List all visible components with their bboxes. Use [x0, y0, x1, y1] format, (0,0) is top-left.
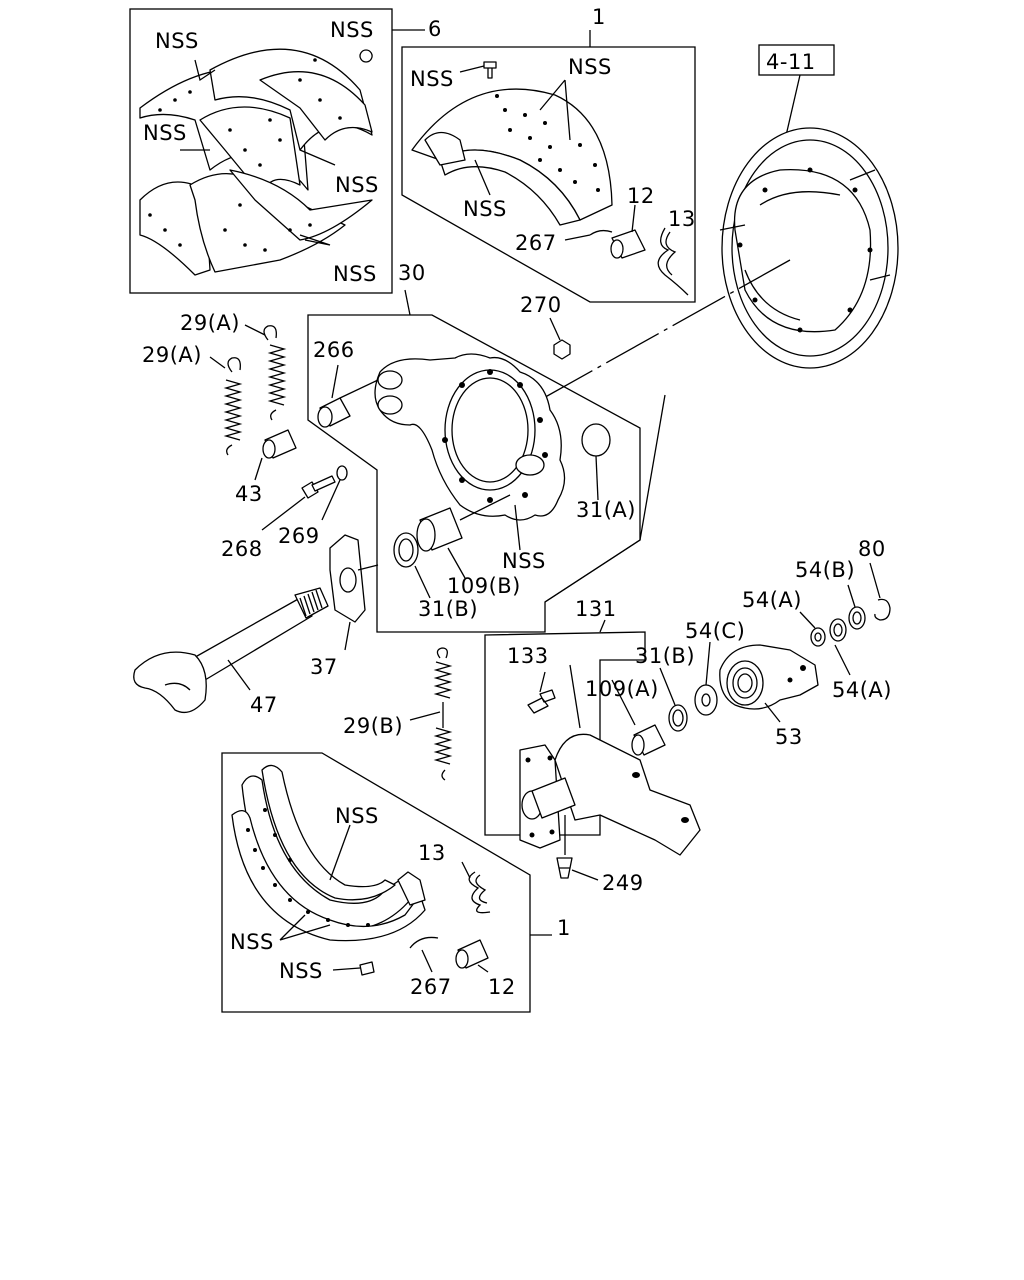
shield-holes — [737, 167, 873, 333]
label-part-54a: 54(A) — [832, 678, 892, 702]
label-part-109b: 109(B) — [447, 574, 521, 598]
box-bracket-assembly: 131 133 109(A) 31(B) — [484, 597, 701, 856]
box-lining-set: NSS NSS NSS NSS NSS — [129, 8, 393, 294]
label-part-12: 12 — [488, 975, 516, 999]
part-37-plate: 37 — [310, 534, 379, 679]
label-part-268: 268 — [221, 537, 263, 561]
label-part-29a: 29(A) — [180, 311, 240, 335]
label-part-13: 13 — [668, 207, 696, 231]
label-part-29a: 29(A) — [142, 343, 202, 367]
label-part-29b: 29(B) — [343, 714, 403, 738]
label-part-269: 269 — [278, 524, 320, 548]
label-nss: NSS — [502, 549, 546, 573]
label-nss: NSS — [463, 197, 507, 221]
label-nss: NSS — [330, 18, 374, 42]
label-part-31b: 31(B) — [635, 644, 695, 668]
label-part-6: 6 — [428, 17, 442, 41]
label-part-267: 267 — [515, 231, 557, 255]
label-part-109a: 109(A) — [585, 677, 659, 701]
part-54c-washer: 54(C) — [685, 619, 745, 716]
label-part-53: 53 — [775, 725, 803, 749]
part-268-269: 268 269 — [221, 465, 348, 561]
spider-bolt-holes — [442, 369, 548, 503]
label-part-133: 133 — [507, 644, 549, 668]
label-part-1: 1 — [592, 5, 606, 29]
label-nss: NSS — [410, 67, 454, 91]
label-part-31a: 31(A) — [576, 498, 636, 522]
label-nss: NSS — [568, 55, 612, 79]
label-part-54c: 54(C) — [685, 619, 745, 643]
reference-box-4-11: 4-11 — [766, 50, 816, 74]
label-part-1: 1 — [557, 916, 571, 940]
label-part-54a: 54(A) — [742, 588, 802, 612]
part-249-fitting: 249 — [556, 815, 644, 895]
label-part-267: 267 — [410, 975, 452, 999]
label-part-80: 80 — [858, 537, 886, 561]
part-43-pin: 43 — [235, 429, 297, 506]
spring-29b: 29(B) — [343, 647, 453, 781]
label-part-131: 131 — [575, 597, 617, 621]
label-part-249: 249 — [602, 871, 644, 895]
label-nss: NSS — [143, 121, 187, 145]
label-part-13: 13 — [418, 841, 446, 865]
rivet-holes-box6 — [148, 58, 342, 252]
part-54-washers: 54(A) 54(B) 80 54(A) — [742, 537, 892, 702]
label-nss: NSS — [155, 29, 199, 53]
label-nss: NSS — [230, 930, 274, 954]
label-part-54b: 54(B) — [795, 558, 855, 582]
part-53-slack-adjuster: 53 — [719, 644, 819, 749]
label-part-30: 30 — [398, 261, 426, 285]
label-nss: NSS — [335, 804, 379, 828]
label-part-270: 270 — [520, 293, 562, 317]
label-part-31b: 31(B) — [418, 597, 478, 621]
label-part-47: 47 — [250, 693, 278, 717]
rivet-holes-bottom — [246, 808, 370, 927]
part-47-camshaft: 47 — [133, 587, 329, 717]
label-part-37: 37 — [310, 655, 338, 679]
box-spider-assembly: 30 266 270 31(A) 109(B) — [307, 261, 666, 633]
box-brake-shoe-top: NSS NSS NSS 12 13 267 — [401, 46, 696, 303]
box-brake-shoe-bottom: 1 NSS NSS NSS 13 267 12 — [221, 752, 571, 1013]
label-part-12: 12 — [627, 184, 655, 208]
label-nss: NSS — [333, 262, 377, 286]
rivet-holes-box1 — [495, 94, 600, 192]
label-nss: NSS — [279, 959, 323, 983]
label-part-43: 43 — [235, 482, 263, 506]
label-part-266: 266 — [313, 338, 355, 362]
dust-shield: 4-11 — [719, 44, 899, 369]
label-nss: NSS — [335, 173, 379, 197]
springs-29a: 29(A) 29(A) — [142, 311, 287, 456]
